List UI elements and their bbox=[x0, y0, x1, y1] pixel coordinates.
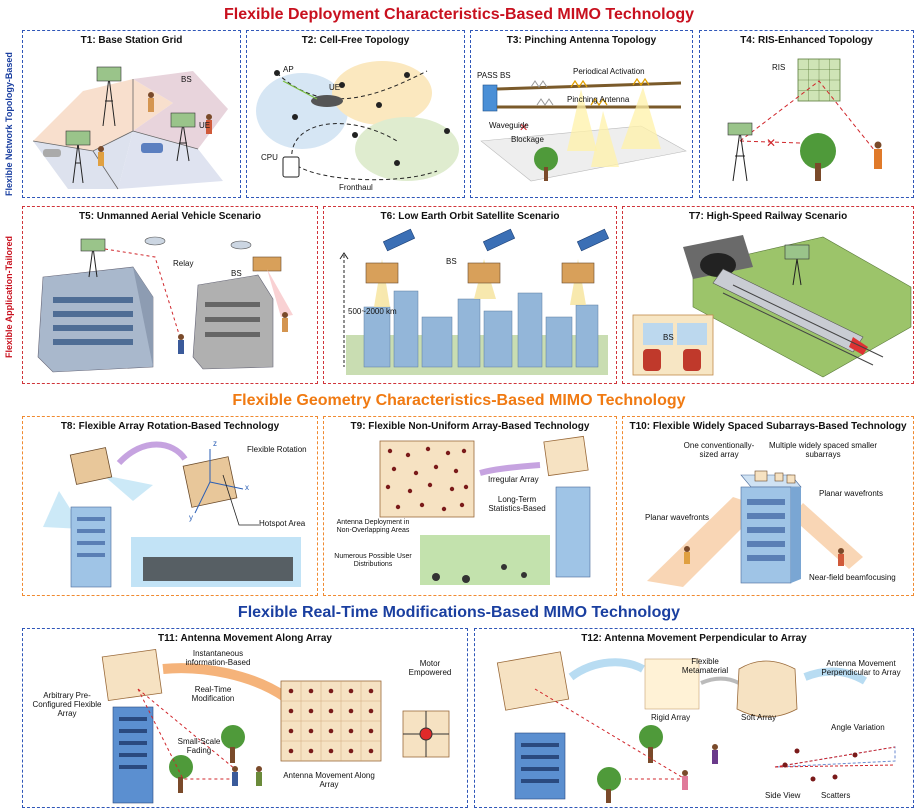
t3-pass-bs-label: PASS BS bbox=[477, 71, 511, 80]
panel-t5: T5: Unmanned Aerial Vehicle Scenario Rel… bbox=[22, 206, 318, 384]
geometry-section-title: Flexible Geometry Characteristics-Based … bbox=[232, 392, 686, 409]
t4-ris-label: RIS bbox=[772, 63, 786, 72]
t3-illustration: ✕ bbox=[480, 77, 687, 182]
t1-ue-label: UE bbox=[199, 121, 211, 130]
panel-t7-title: T7: High-Speed Railway Scenario bbox=[688, 211, 848, 222]
t8-axis-x-label: x bbox=[245, 483, 249, 492]
realtime-section-title: Flexible Real-Time Modifications-Based M… bbox=[237, 604, 681, 621]
t11-movement-along-label: Antenna Movement Along Array bbox=[283, 771, 375, 790]
t6-altitude-label: 500~2000 km bbox=[348, 307, 397, 316]
t3-blockage-label: Blockage bbox=[511, 135, 544, 144]
panel-t3-title: T3: Pinching Antenna Topology bbox=[506, 35, 657, 46]
panel-t7: T7: High-Speed Railway Scenario BS bbox=[622, 206, 914, 384]
t8-hotspot-area-label: Hotspot Area bbox=[259, 519, 306, 528]
t11-illustration bbox=[101, 649, 450, 804]
application-tailored-side-label: Flexible Application-Tailored bbox=[4, 235, 14, 358]
t9-user-distributions-label: Numerous Possible User Distributions bbox=[334, 553, 412, 569]
t8-illustration bbox=[43, 441, 301, 588]
t2-ue-label: UE bbox=[329, 83, 341, 92]
panel-t4: T4: RIS-Enhanced Topology ✕ RIS bbox=[699, 30, 914, 198]
t11-motor-empowered-label: Motor Empowered bbox=[408, 659, 452, 678]
panel-t8: T8: Flexible Array Rotation-Based Techno… bbox=[22, 416, 318, 596]
t12-angle-variation-label: Angle Variation bbox=[831, 723, 885, 732]
t11-preconfigured-array-label: Arbitrary Pre-Configured Flexible Array bbox=[32, 691, 102, 719]
t12-movement-perpendicular-label: Antenna Movement Perpendicular to Array bbox=[821, 659, 901, 678]
t3-pinching-antenna-label: Pinching Antenna bbox=[567, 95, 630, 104]
panel-t5-title: T5: Unmanned Aerial Vehicle Scenario bbox=[79, 211, 261, 222]
t9-long-term-label: Long-Term Statistics-Based bbox=[488, 495, 546, 514]
t11-small-scale-fading-label: Small-Scale Fading bbox=[177, 737, 221, 756]
t10-planar-wavefronts-left-label: Planar wavefronts bbox=[645, 513, 710, 522]
svg-text:✕: ✕ bbox=[766, 136, 776, 150]
panel-t9-title: T9: Flexible Non-Uniform Array-Based Tec… bbox=[350, 421, 590, 432]
t6-illustration bbox=[339, 228, 610, 375]
t7-bs-label: BS bbox=[663, 333, 674, 342]
panel-t12: T12: Antenna Movement Perpendicular to A… bbox=[474, 628, 914, 808]
t12-rigid-array-label: Rigid Array bbox=[651, 713, 691, 722]
t12-scatters-label: Scatters bbox=[821, 791, 851, 800]
t2-illustration bbox=[256, 61, 459, 181]
t9-irregular-array-label: Irregular Array bbox=[488, 475, 539, 484]
t2-cpu-label: CPU bbox=[261, 153, 278, 162]
t5-relay-label: Relay bbox=[173, 259, 194, 268]
t12-soft-array-label: Soft Array bbox=[741, 713, 777, 722]
network-topology-side-label: Flexible Network Topology-Based bbox=[4, 52, 14, 196]
t5-bs-label: BS bbox=[231, 269, 242, 278]
panel-t9: T9: Flexible Non-Uniform Array-Based Tec… bbox=[323, 416, 617, 596]
t2-ap-label: AP bbox=[283, 65, 294, 74]
t2-fronthaul-label: Fronthaul bbox=[339, 183, 373, 192]
t9-illustration bbox=[379, 435, 591, 585]
panel-t6: T6: Low Earth Orbit Satellite Scenario B… bbox=[323, 206, 617, 384]
t9-antenna-deployment-label: Antenna Deployment in Non-Overlapping Ar… bbox=[336, 519, 410, 535]
t8-axis-z-label: z bbox=[213, 439, 217, 448]
panel-t4-title: T4: RIS-Enhanced Topology bbox=[740, 35, 873, 46]
panel-t1: T1: Base Station Grid BS UE bbox=[22, 30, 241, 198]
panel-t10-title: T10: Flexible Widely Spaced Subarrays-Ba… bbox=[629, 421, 907, 432]
t3-periodical-activation-label: Periodical Activation bbox=[573, 67, 645, 76]
t1-illustration bbox=[32, 66, 228, 190]
t11-instantaneous-label: Instantaneous information-Based bbox=[185, 649, 251, 668]
panel-t2: T2: Cell-Free Topology AP UE CPU Frontha… bbox=[246, 30, 465, 198]
panel-t12-title: T12: Antenna Movement Perpendicular to A… bbox=[581, 633, 807, 644]
t3-waveguide-label: Waveguide bbox=[489, 121, 529, 130]
t6-bs-label: BS bbox=[446, 257, 457, 266]
t10-near-field-label: Near-field beamfocusing bbox=[809, 573, 896, 582]
panel-t2-title: T2: Cell-Free Topology bbox=[301, 35, 410, 46]
t10-subarrays-label: Multiple widely spaced smaller subarrays bbox=[768, 441, 878, 460]
t11-real-time-modification-label: Real-Time Modification bbox=[191, 685, 235, 704]
t10-conventional-array-label: One conventionally-sized array bbox=[683, 441, 755, 460]
panel-t3: T3: Pinching Antenna Topology ✕ PASS BS … bbox=[470, 30, 693, 198]
svg-text:✕: ✕ bbox=[519, 121, 528, 134]
panel-t11: T11: Antenna Movement Along Array Arbitr… bbox=[22, 628, 468, 808]
t12-side-view-label: Side View bbox=[765, 791, 801, 800]
t8-flexible-rotation-label: Flexible Rotation bbox=[247, 445, 307, 454]
t10-illustration bbox=[647, 470, 863, 587]
panel-t10: T10: Flexible Widely Spaced Subarrays-Ba… bbox=[622, 416, 914, 596]
t7-illustration bbox=[632, 235, 912, 378]
t10-planar-wavefronts-right-label: Planar wavefronts bbox=[819, 489, 884, 498]
panel-t1-title: T1: Base Station Grid bbox=[80, 35, 183, 46]
t8-axis-y-label: y bbox=[189, 513, 193, 522]
t12-illustration bbox=[496, 651, 896, 803]
t12-flexible-metamaterial-label: Flexible Metamaterial bbox=[681, 657, 729, 676]
t5-illustration bbox=[37, 236, 293, 373]
panel-t11-title: T11: Antenna Movement Along Array bbox=[158, 633, 332, 644]
deployment-section-title: Flexible Deployment Characteristics-Base… bbox=[223, 6, 695, 23]
t1-bs-label: BS bbox=[181, 75, 192, 84]
panel-t6-title: T6: Low Earth Orbit Satellite Scenario bbox=[380, 211, 560, 222]
t4-illustration: ✕ bbox=[727, 58, 882, 182]
panel-t8-title: T8: Flexible Array Rotation-Based Techno… bbox=[60, 421, 280, 432]
